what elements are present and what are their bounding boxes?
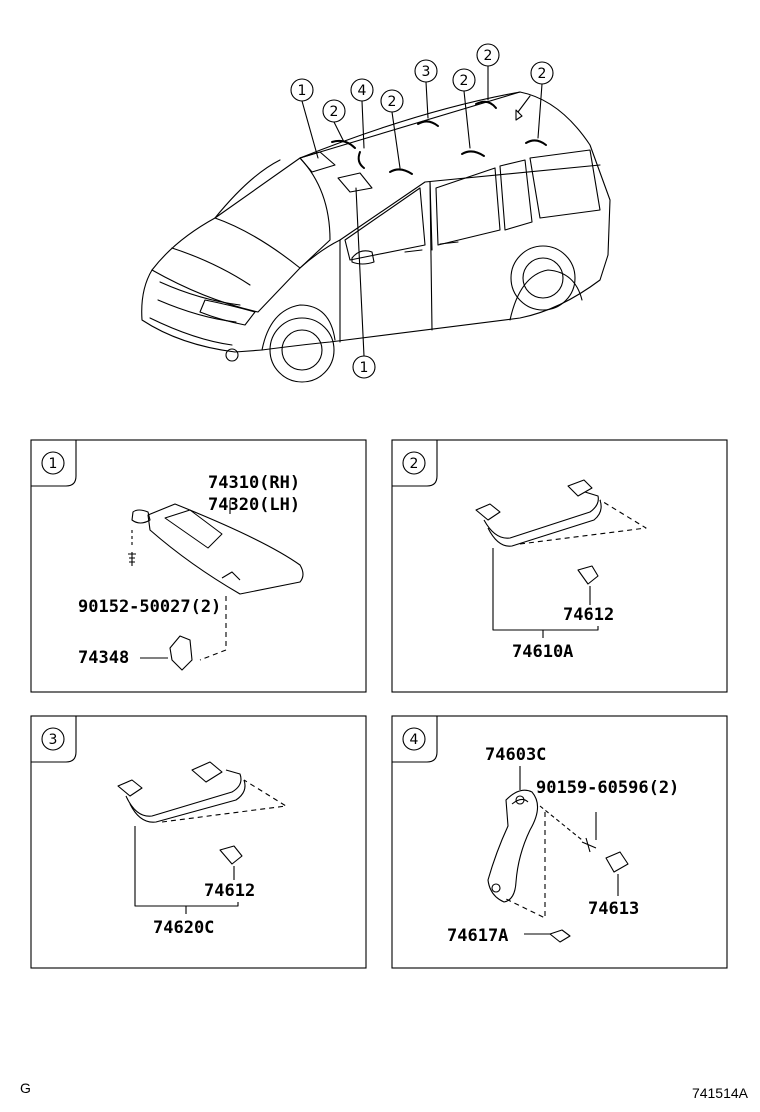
panel-index: 2 <box>410 456 419 472</box>
pillar-grip-drawing <box>487 766 629 943</box>
callout-pillar-grip: 4 <box>350 78 374 102</box>
sun-visor-drawing <box>128 500 304 671</box>
part-label-screw: 90152-50027(2) <box>78 597 221 617</box>
panel-index: 1 <box>49 456 58 472</box>
svg-text:1: 1 <box>298 83 307 99</box>
rear-grip-drawing <box>117 761 287 914</box>
panel-rear-grip: 3 74612 74620C <box>30 715 367 969</box>
callout-sun-visor-top: 1 <box>290 78 314 102</box>
panel-frame <box>391 439 728 693</box>
callout-grip-c: 2 <box>452 68 476 92</box>
svg-text:2: 2 <box>460 73 469 89</box>
part-label-grip: 74603C <box>485 745 546 765</box>
assist-grip-drawing <box>475 479 647 638</box>
svg-text:2: 2 <box>388 94 397 110</box>
callout-grip-a: 2 <box>322 99 346 123</box>
vehicle-callouts: 1 2 4 2 3 2 2 2 <box>290 43 554 379</box>
panel-frame <box>391 715 728 969</box>
part-label-cap: 74612 <box>563 605 614 625</box>
callout-grip-d: 2 <box>476 43 500 67</box>
svg-text:4: 4 <box>358 83 367 99</box>
panel-pillar-grip: 4 74603C 90159-60596(2) 74613 74617A <box>391 715 728 969</box>
vehicle-illustration <box>141 65 611 383</box>
panel-frame <box>30 715 367 969</box>
callout-grip-e: 2 <box>530 61 554 85</box>
part-label-visor-lh: 74320(LH) <box>208 495 300 515</box>
part-label-grip: 74610A <box>512 642 573 662</box>
panel-index: 4 <box>410 732 419 748</box>
svg-text:1: 1 <box>360 360 369 376</box>
svg-text:2: 2 <box>538 66 547 82</box>
callout-rear-grip: 3 <box>414 59 438 83</box>
part-label-plug: 74617A <box>447 926 508 946</box>
footer-left-code: G <box>20 1080 31 1096</box>
part-label-cap: 74612 <box>204 881 255 901</box>
part-label-visor-rh: 74310(RH) <box>208 473 300 493</box>
panel-assist-grip: 2 74612 74610A <box>391 439 728 693</box>
part-label-holder: 74348 <box>78 648 129 668</box>
svg-text:2: 2 <box>484 48 493 64</box>
callout-grip-b: 2 <box>380 89 404 113</box>
svg-text:3: 3 <box>422 64 431 80</box>
part-label-grip: 74620C <box>153 918 214 938</box>
footer-diagram-id: 741514A <box>692 1085 749 1101</box>
panel-sun-visor: 1 74310(RH) 74320(LH) 90152-50027(2) 743… <box>30 439 367 693</box>
panel-frame <box>30 439 367 693</box>
part-label-screw: 90159-60596(2) <box>536 778 679 798</box>
panel-index: 3 <box>49 732 58 748</box>
svg-text:2: 2 <box>330 104 339 120</box>
part-label-cover: 74613 <box>588 899 639 919</box>
callout-sun-visor-bottom: 1 <box>352 355 376 379</box>
